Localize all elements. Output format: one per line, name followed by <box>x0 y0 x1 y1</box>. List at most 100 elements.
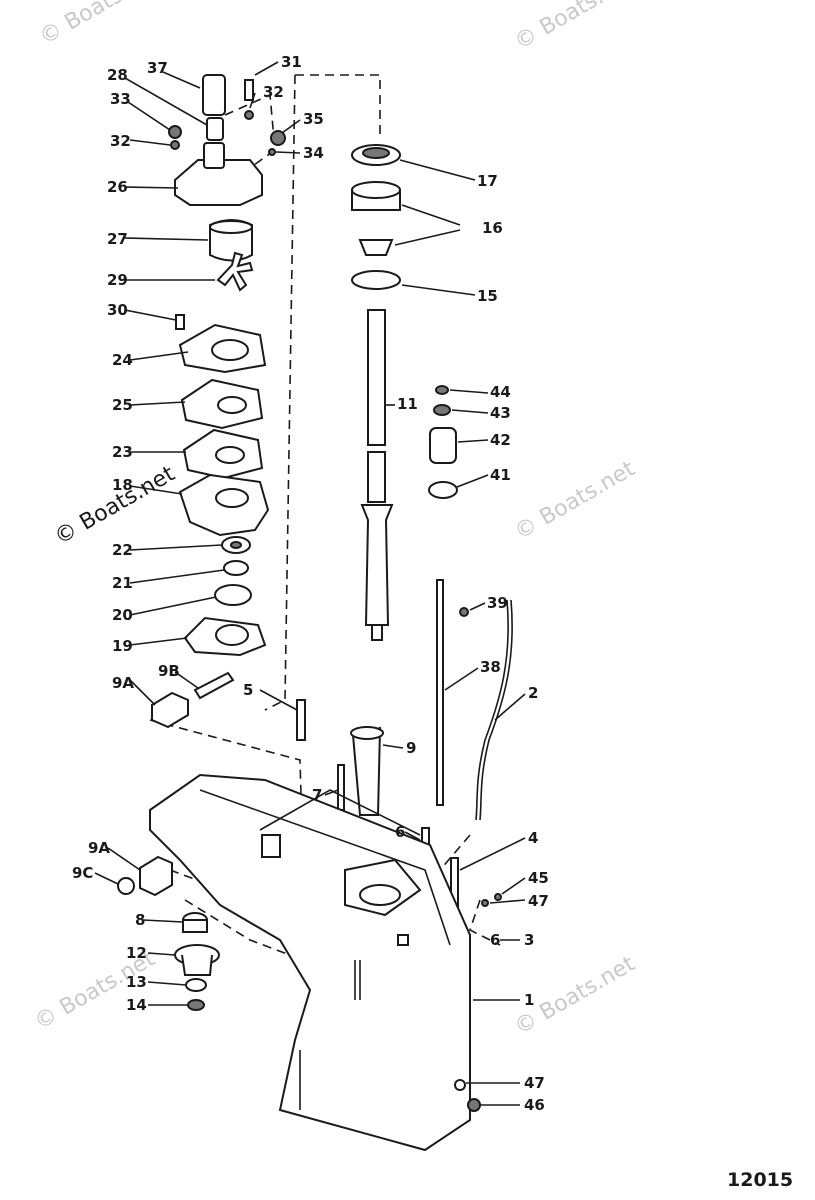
washer-part-32b <box>170 140 180 150</box>
callout-45: 45 <box>528 869 549 887</box>
anode-part-9A-lower <box>139 855 173 897</box>
callout-9A-upper: 9A <box>112 674 134 692</box>
bushing-part-42 <box>429 427 457 464</box>
speedometer-tube-part-2 <box>475 599 509 821</box>
bolt-part-9B <box>193 671 235 700</box>
gasket-19-hole <box>215 624 249 646</box>
shim-part-15 <box>351 270 401 290</box>
callout-47-lower: 47 <box>524 1074 545 1092</box>
seal-part-45 <box>494 893 502 901</box>
housing-edge-line <box>199 789 451 946</box>
callout-32-top: 32 <box>263 83 284 101</box>
callout-26: 26 <box>107 178 128 196</box>
nut-part-33 <box>168 125 182 139</box>
driveshaft-upper-part-11 <box>367 309 386 446</box>
washer-part-47-upper <box>481 899 489 907</box>
callout-11: 11 <box>397 395 418 413</box>
washer-part-47-lower <box>454 1079 466 1091</box>
callout-25: 25 <box>112 396 133 414</box>
shift-rod-part-38 <box>436 579 444 806</box>
callout-6-lower: 6 <box>490 931 500 949</box>
callout-18: 18 <box>112 476 133 494</box>
callout-28: 28 <box>107 66 128 84</box>
callout-17: 17 <box>477 172 498 190</box>
driveshaft-parts <box>351 144 401 641</box>
callout-31: 31 <box>281 53 302 71</box>
callout-9A-lower: 9A <box>88 839 110 857</box>
callout-44: 44 <box>490 383 511 401</box>
callout-35: 35 <box>303 110 324 128</box>
callout-labels: 37 31 28 32 33 35 32 34 17 26 16 27 29 1… <box>72 53 549 1114</box>
anode-part-9A <box>151 691 189 729</box>
callout-21: 21 <box>112 574 133 592</box>
water-tube-top <box>350 726 384 740</box>
anode-parts-upper <box>151 671 306 741</box>
callout-5: 5 <box>243 681 253 699</box>
sleeve-part-37 <box>202 74 226 116</box>
callout-42: 42 <box>490 431 511 449</box>
callout-15: 15 <box>477 287 498 305</box>
cup-17-center <box>362 147 390 159</box>
callout-37: 37 <box>147 59 168 77</box>
callout-4: 4 <box>528 829 538 847</box>
driveshaft-lower <box>360 504 394 626</box>
watermark-top-left: © Boats.net <box>36 0 165 50</box>
callout-47-upper: 47 <box>528 892 549 910</box>
plate-25-hole <box>217 396 247 414</box>
nut-part-14 <box>187 999 205 1011</box>
watermark-mid-right: © Boats.net <box>511 456 640 545</box>
washer-part-34 <box>268 148 276 156</box>
stud-part-5 <box>296 699 306 741</box>
bearing-8-body <box>182 919 208 933</box>
callout-16: 16 <box>482 219 503 237</box>
callout-29: 29 <box>107 271 128 289</box>
pump-housing-neck <box>203 142 225 169</box>
callout-24: 24 <box>112 351 133 369</box>
callout-32-left: 32 <box>110 132 131 150</box>
callout-1: 1 <box>524 991 534 1009</box>
water-pump-parts <box>168 74 286 657</box>
callout-39: 39 <box>487 594 508 612</box>
watermark-left-dark: © Boats.net <box>51 461 180 550</box>
washer-part-32 <box>244 110 254 120</box>
insert-top <box>209 220 253 234</box>
washer-part-13 <box>185 978 207 992</box>
callout-23: 23 <box>112 443 133 461</box>
housing-port <box>261 834 281 858</box>
callout-43: 43 <box>490 404 511 422</box>
callout-6-upper: 6 <box>395 823 405 841</box>
callout-19: 19 <box>112 637 133 655</box>
stud-part-7 <box>337 764 345 811</box>
callout-30: 30 <box>107 301 128 319</box>
callout-3: 3 <box>524 931 534 949</box>
o-ring-part-20 <box>214 584 252 606</box>
impeller-part-29 <box>216 251 254 292</box>
grommet-part-35 <box>270 130 286 146</box>
speedometer-tube-edge <box>479 599 513 821</box>
key-part-30 <box>175 314 185 330</box>
housing-hole <box>397 934 409 946</box>
callout-41: 41 <box>490 466 511 484</box>
o-ring-part-41 <box>428 481 458 499</box>
washer-part-43 <box>433 404 451 416</box>
nut-part-9C <box>117 877 135 895</box>
nut-part-44 <box>435 385 449 395</box>
seal-22-center <box>230 541 242 549</box>
gasket-23-hole <box>215 446 245 464</box>
callout-9B: 9B <box>158 662 180 680</box>
clip-part-39 <box>459 607 469 617</box>
seal-part-21 <box>223 560 249 576</box>
callout-38: 38 <box>480 658 501 676</box>
gear-housing-part-1 <box>149 773 471 1152</box>
pinion-gear-teeth <box>181 954 213 976</box>
callout-14: 14 <box>126 996 147 1014</box>
screw-part-31 <box>244 79 254 101</box>
leader-lines <box>94 61 526 1106</box>
tapered-bearing-part-16 <box>358 239 394 256</box>
callout-34: 34 <box>303 144 324 162</box>
driveshaft-mid <box>367 451 386 503</box>
callout-27: 27 <box>107 230 128 248</box>
figure-number: 12015 <box>727 1169 793 1191</box>
callout-9: 9 <box>406 739 416 757</box>
